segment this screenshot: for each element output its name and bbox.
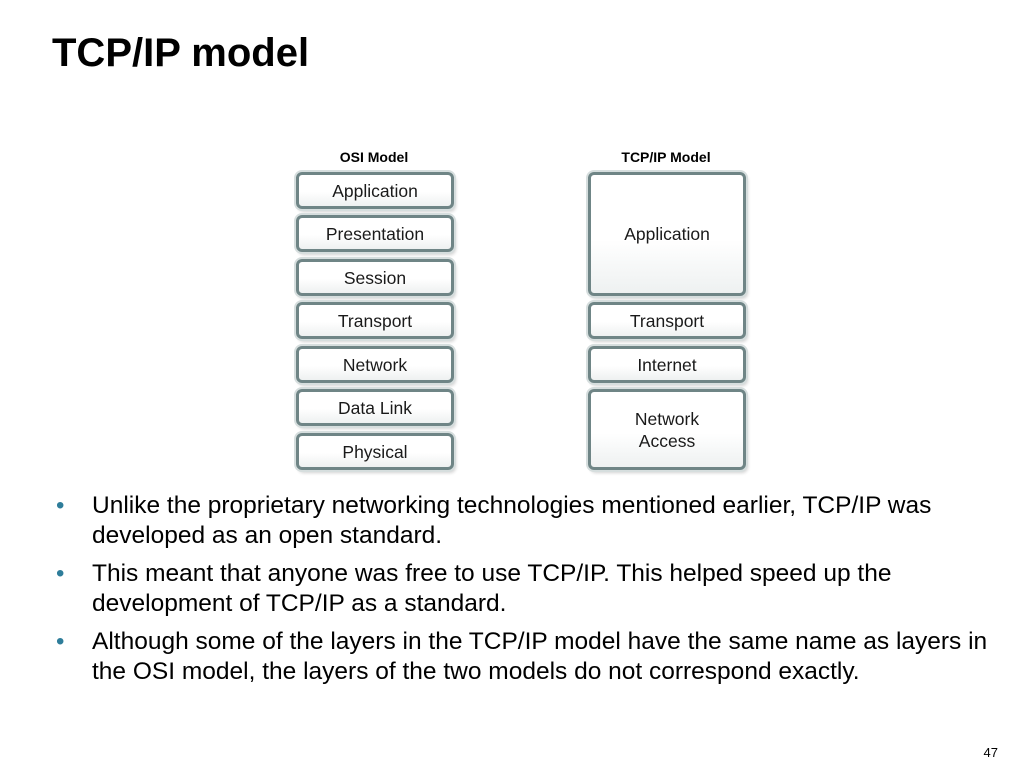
- tcpip-layer-network-access-label: Network Access: [634, 408, 700, 451]
- osi-layer-application: Application: [296, 172, 454, 209]
- osi-model-header: OSI Model: [339, 149, 409, 165]
- tcpip-layer-network-access: Network Access: [588, 389, 746, 470]
- tcpip-layer-transport: Transport: [588, 302, 746, 339]
- osi-layer-presentation: Presentation: [296, 215, 454, 252]
- bullet-item: • Although some of the layers in the TCP…: [56, 627, 996, 687]
- page-number: 47: [983, 745, 998, 760]
- bullet-item: • This meant that anyone was free to use…: [56, 559, 996, 619]
- osi-layer-physical: Physical: [296, 433, 454, 470]
- tcpip-model-header: TCP/IP Model: [621, 149, 711, 165]
- bullet-dot-icon: •: [56, 560, 65, 587]
- osi-layer-transport: Transport: [296, 302, 454, 339]
- osi-layer-session: Session: [296, 259, 454, 296]
- bullet-list: • Unlike the proprietary networking tech…: [56, 491, 996, 695]
- osi-layer-presentation-label: Presentation: [325, 223, 425, 244]
- osi-layer-data-link-label: Data Link: [338, 397, 412, 418]
- osi-layer-transport-label: Transport: [337, 310, 413, 331]
- tcpip-layer-application: Application: [588, 172, 746, 296]
- bullet-item: • Unlike the proprietary networking tech…: [56, 491, 996, 551]
- tcpip-layer-internet-label: Internet: [637, 354, 697, 375]
- osi-layer-application-label: Application: [332, 180, 418, 201]
- tcpip-layer-application-label: Application: [624, 224, 710, 244]
- bullet-dot-icon: •: [56, 628, 65, 655]
- osi-layer-network: Network: [296, 346, 454, 383]
- osi-layer-data-link: Data Link: [296, 389, 454, 426]
- osi-layer-session-label: Session: [343, 267, 407, 288]
- slide-title: TCP/IP model: [52, 31, 310, 75]
- tcpip-layer-transport-label: Transport: [629, 310, 705, 331]
- bullet-dot-icon: •: [56, 492, 65, 519]
- osi-layer-physical-label: Physical: [342, 441, 408, 462]
- tcpip-layer-internet: Internet: [588, 346, 746, 383]
- bullet-text: Although some of the layers in the TCP/I…: [92, 628, 988, 685]
- bullet-text: Unlike the proprietary networking techno…: [92, 492, 932, 549]
- osi-layer-network-label: Network: [342, 354, 408, 375]
- bullet-text: This meant that anyone was free to use T…: [92, 560, 892, 617]
